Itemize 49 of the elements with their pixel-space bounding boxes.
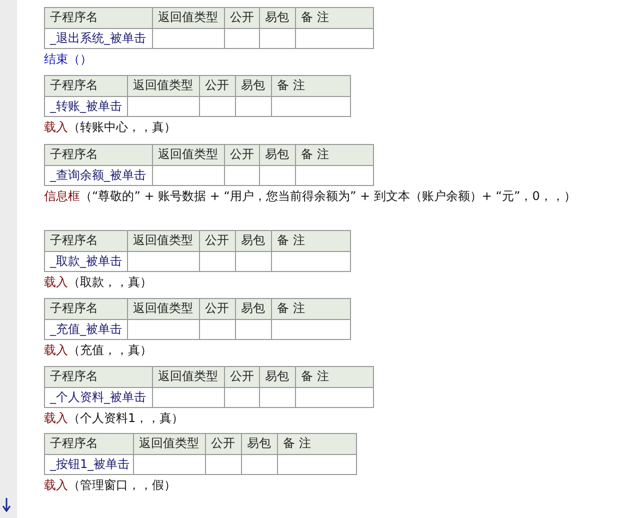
- header-cell: 公开: [199, 75, 236, 97]
- header-cell: 公开: [199, 230, 236, 252]
- code-statement: 载入（转账中心，，真）: [44, 119, 176, 135]
- header-cell: 返回值类型: [152, 144, 225, 166]
- table-cell: _取款_被单击: [44, 251, 128, 272]
- header-cell: 备 注: [271, 230, 351, 252]
- header-cell: 公开: [224, 366, 260, 388]
- header-cell: 备 注: [271, 298, 351, 320]
- code-statement: 载入（管理窗口，，假）: [44, 477, 176, 493]
- table-cell: _查询余额_被单击: [44, 165, 153, 186]
- header-cell: 备 注: [295, 7, 374, 29]
- header-cell: 子程序名: [44, 230, 128, 252]
- table-cell: _个人资料_被单击: [44, 387, 153, 408]
- header-cell: 返回值类型: [127, 298, 200, 320]
- code-statement: 载入（取款，，真）: [44, 274, 152, 290]
- header-cell: 易包: [235, 75, 272, 97]
- code-statement: 信息框（“尊敬的” + 账号数据 + “用户，您当前得余额为” + 到文本（账户余额）+ “元”，0，，）: [44, 188, 576, 204]
- code-statement: 载入（个人资料1，，真）: [44, 410, 184, 426]
- header-cell: 易包: [259, 7, 296, 29]
- header-cell: 子程序名: [44, 298, 128, 320]
- header-cell: 返回值类型: [152, 366, 225, 388]
- header-cell: 备 注: [295, 144, 374, 166]
- header-cell: 返回值类型: [127, 230, 200, 252]
- header-cell: 子程序名: [44, 144, 153, 166]
- code-statement: 载入（充值，，真）: [44, 342, 152, 358]
- header-cell: 易包: [259, 366, 296, 388]
- header-cell: 易包: [235, 230, 272, 252]
- header-cell: 返回值类型: [152, 7, 225, 29]
- header-cell: 公开: [224, 7, 260, 29]
- header-cell: 子程序名: [44, 433, 134, 455]
- header-cell: 子程序名: [44, 7, 153, 29]
- header-cell: 易包: [241, 433, 278, 455]
- table-cell: _退出系统_被单击: [44, 28, 153, 49]
- table-cell: _转账_被单击: [44, 96, 128, 117]
- header-cell: 易包: [259, 144, 296, 166]
- header-cell: 子程序名: [44, 366, 153, 388]
- table-cell: _按钮1_被单击: [44, 454, 134, 475]
- header-cell: 易包: [235, 298, 272, 320]
- header-cell: 公开: [199, 298, 236, 320]
- table-cell: _充值_被单击: [44, 319, 128, 340]
- code-statement: 结束（）: [44, 51, 92, 67]
- header-cell: 备 注: [277, 433, 357, 455]
- header-cell: 公开: [224, 144, 260, 166]
- header-cell: 返回值类型: [133, 433, 206, 455]
- header-cell: 返回值类型: [127, 75, 200, 97]
- header-cell: 备 注: [295, 366, 374, 388]
- header-cell: 备 注: [271, 75, 351, 97]
- header-cell: 子程序名: [44, 75, 128, 97]
- header-cell: 公开: [205, 433, 242, 455]
